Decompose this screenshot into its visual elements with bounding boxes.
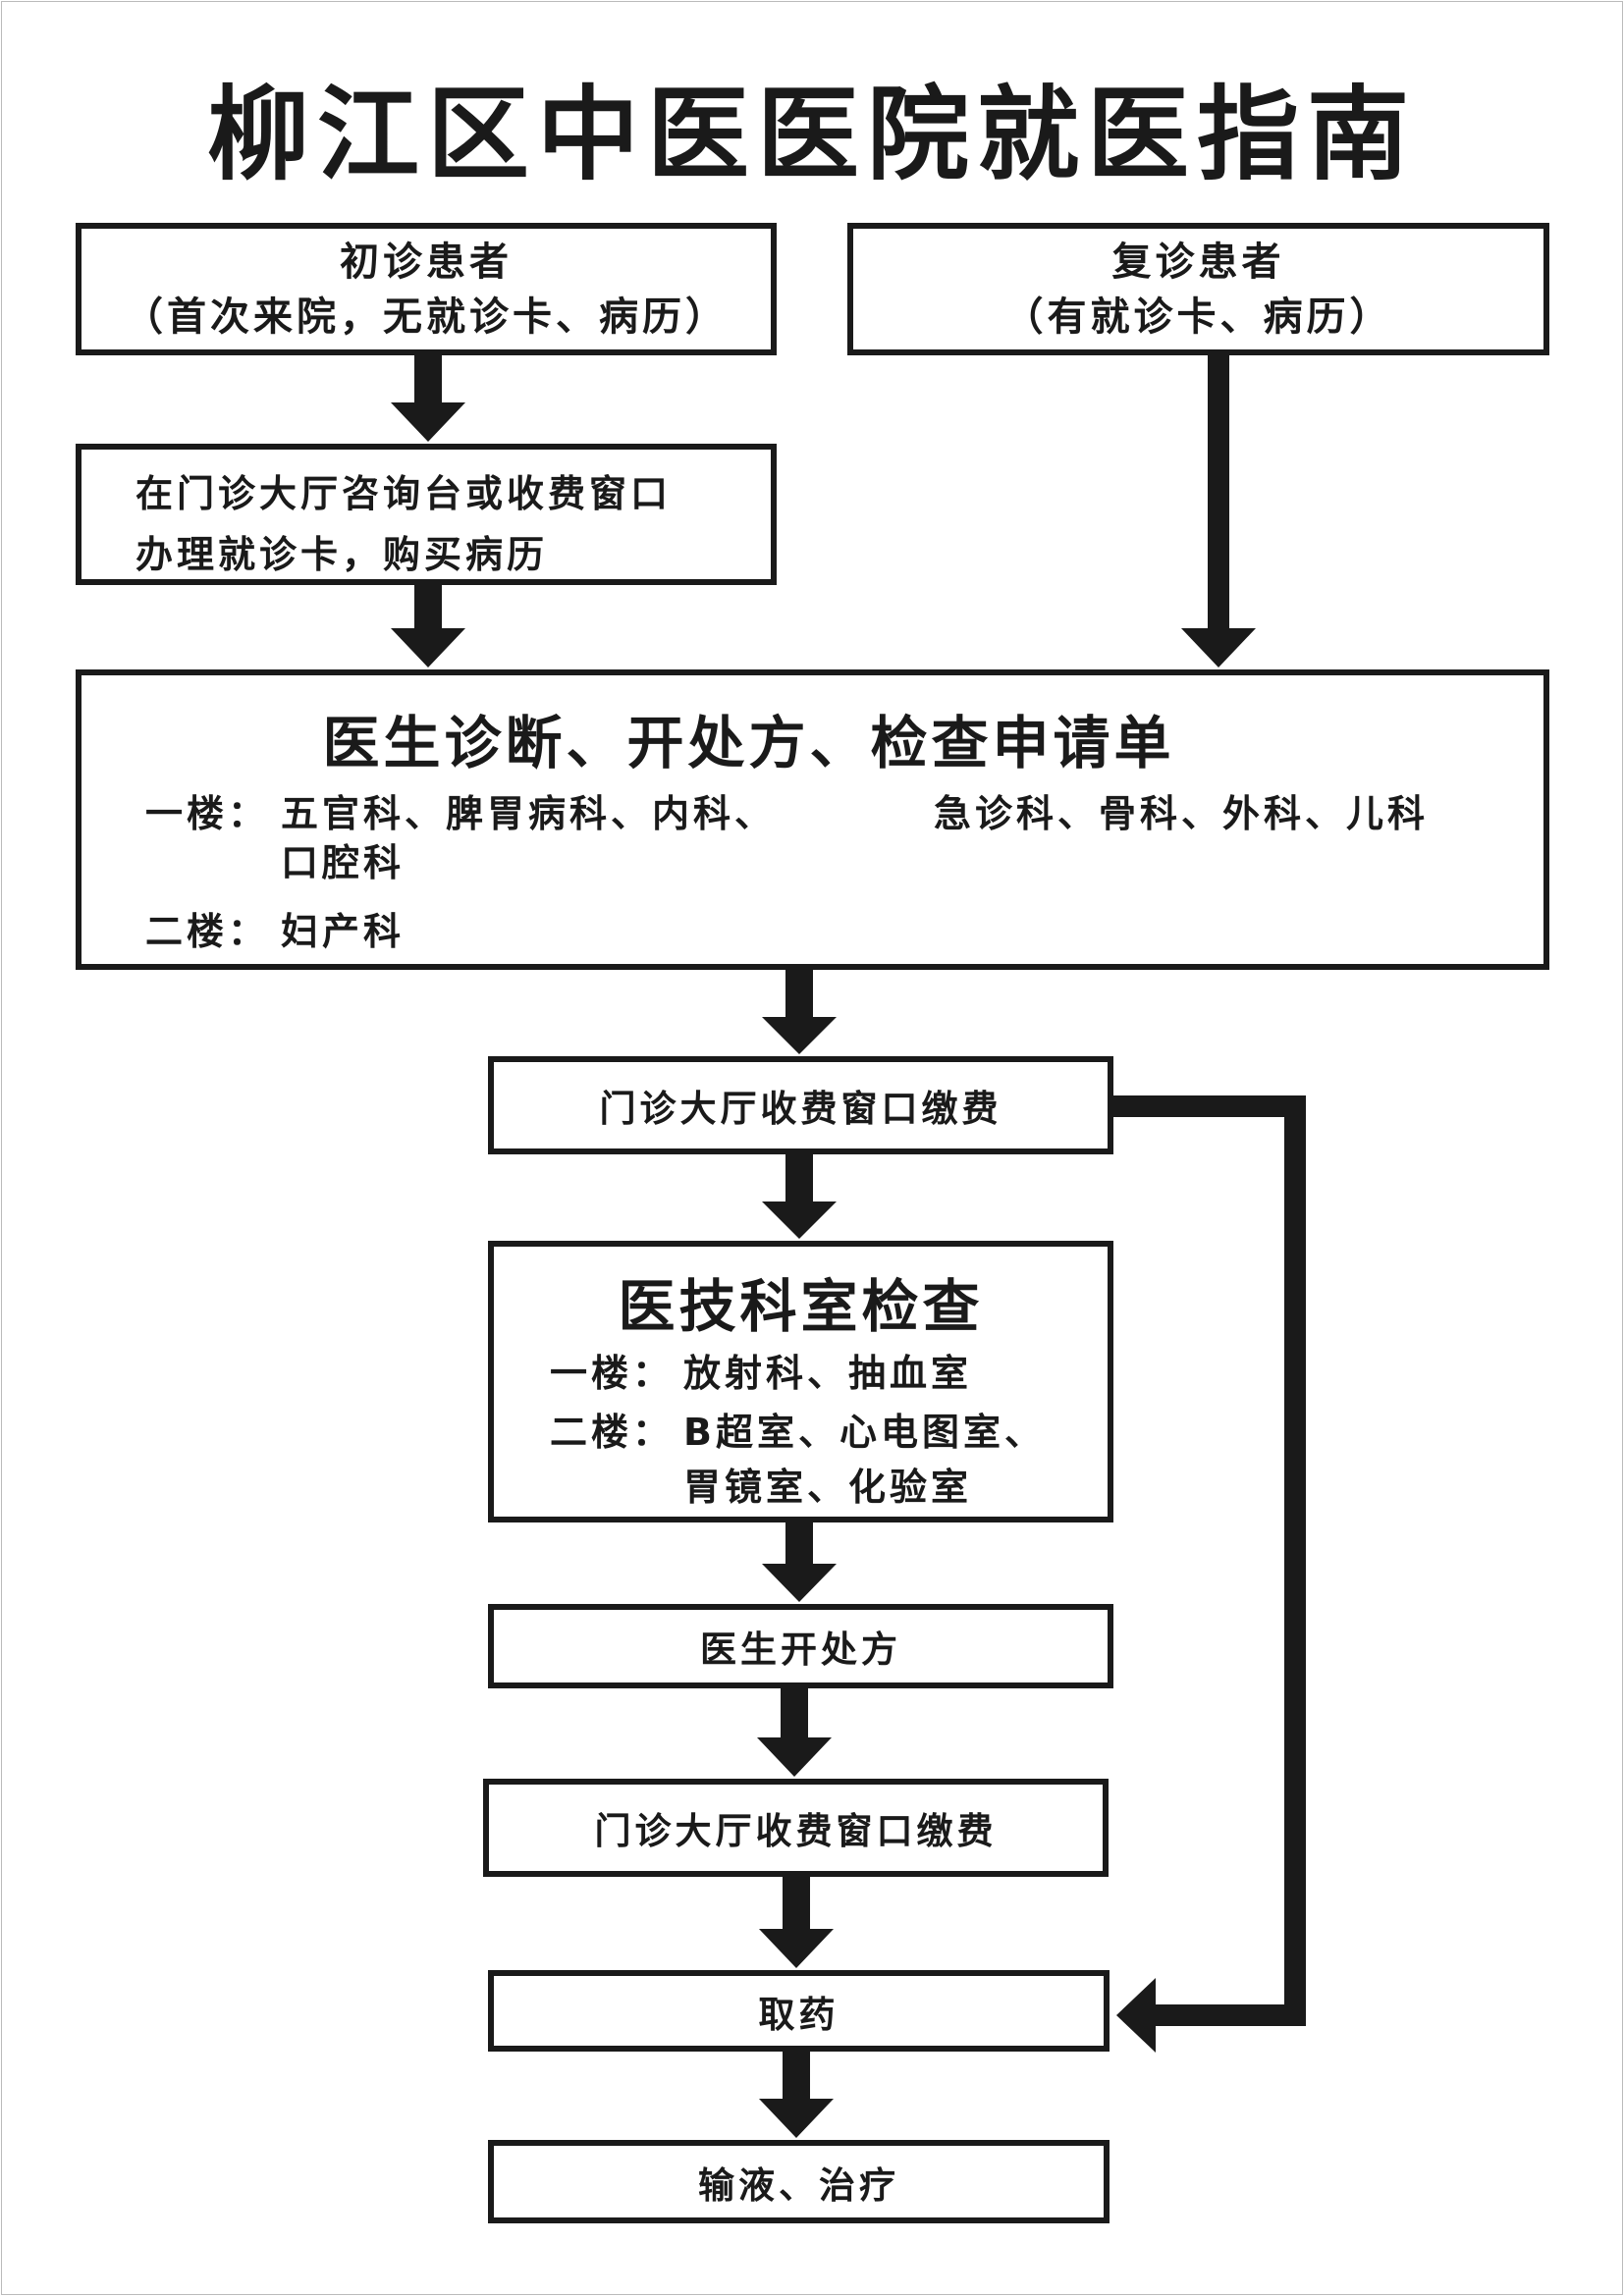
treatment-label: 输液、治疗	[698, 2163, 899, 2207]
payment-box-2: 门诊大厅收费窗口缴费	[483, 1779, 1109, 1877]
pharmacy-label: 取药	[758, 1993, 839, 2036]
diagnosis-box: 医生诊断、开处方、检查申请单 一楼： 五官科、脾胃病科、内科、 急诊科、骨科、外…	[76, 669, 1549, 970]
arrow-prescribe-to-payment	[757, 1688, 832, 1777]
treatment-box: 输液、治疗	[488, 2140, 1110, 2223]
pharmacy-box: 取药	[488, 1970, 1110, 2052]
exam-floor2-depts-a: B超室、心电图室、	[683, 1411, 1046, 1454]
exam-floor2-label: 二楼：	[550, 1411, 675, 1454]
diagnosis-floor1-depts-b: 急诊科、骨科、外科、儿科	[934, 792, 1430, 835]
arrow-return-to-diagnosis	[1181, 355, 1256, 667]
diagnosis-floor1-label: 一楼：	[145, 792, 270, 835]
payment-label-2: 门诊大厅收费窗口缴费	[594, 1810, 998, 1852]
arrow-exam-to-prescribe	[762, 1522, 837, 1602]
page-title: 柳江区中医医院就医指南	[206, 75, 1417, 194]
arrow-payment-to-exam	[762, 1154, 837, 1239]
first-visit-title: 初诊患者	[340, 239, 513, 285]
arrow-payment-to-pharmacy	[759, 1877, 834, 1968]
exam-floor1-label: 一楼：	[550, 1352, 675, 1395]
prescribe-label: 医生开处方	[700, 1629, 901, 1671]
arrow-first-to-register	[391, 355, 465, 442]
exam-title: 医技科室检查	[618, 1273, 984, 1340]
exam-floor2-depts-b: 胃镜室、化验室	[683, 1466, 973, 1509]
exam-box: 医技科室检查 一楼： 放射科、抽血室 二楼： B超室、心电图室、 胃镜室、化验室	[488, 1241, 1113, 1522]
arrow-diagnosis-to-payment	[762, 970, 837, 1054]
arrow-pharmacy-to-treatment	[759, 2052, 834, 2138]
diagnosis-floor2-label: 二楼：	[145, 910, 270, 953]
first-visit-subtitle: （首次来院，无就诊卡、病历）	[124, 294, 729, 340]
payment-label-1: 门诊大厅收费窗口缴费	[599, 1088, 1002, 1130]
registration-line-2: 办理就诊卡，购买病历	[135, 533, 549, 576]
prescribe-box: 医生开处方	[488, 1604, 1113, 1688]
return-visit-subtitle: （有就诊卡、病历）	[1003, 294, 1393, 340]
arrow-bypass-to-pharmacy	[1113, 1095, 1306, 2053]
diagnosis-floor2-depts: 妇产科	[281, 910, 406, 953]
registration-box: 在门诊大厅咨询台或收费窗口 办理就诊卡，购买病历	[76, 444, 777, 585]
return-visit-title: 复诊患者	[1111, 239, 1285, 285]
diagnosis-floor1-depts-c: 口腔科	[281, 841, 406, 884]
first-visit-box: 初诊患者 （首次来院，无就诊卡、病历）	[76, 223, 777, 355]
arrow-register-to-diagnosis	[391, 585, 465, 667]
diagnosis-title: 医生诊断、开处方、检查申请单	[322, 710, 1175, 776]
payment-box-1: 门诊大厅收费窗口缴费	[488, 1056, 1113, 1154]
diagnosis-floor1-depts-a: 五官科、脾胃病科、内科、	[281, 792, 777, 835]
registration-line-1: 在门诊大厅咨询台或收费窗口	[135, 472, 673, 515]
return-visit-box: 复诊患者 （有就诊卡、病历）	[847, 223, 1549, 355]
exam-floor1-depts: 放射科、抽血室	[683, 1352, 973, 1395]
